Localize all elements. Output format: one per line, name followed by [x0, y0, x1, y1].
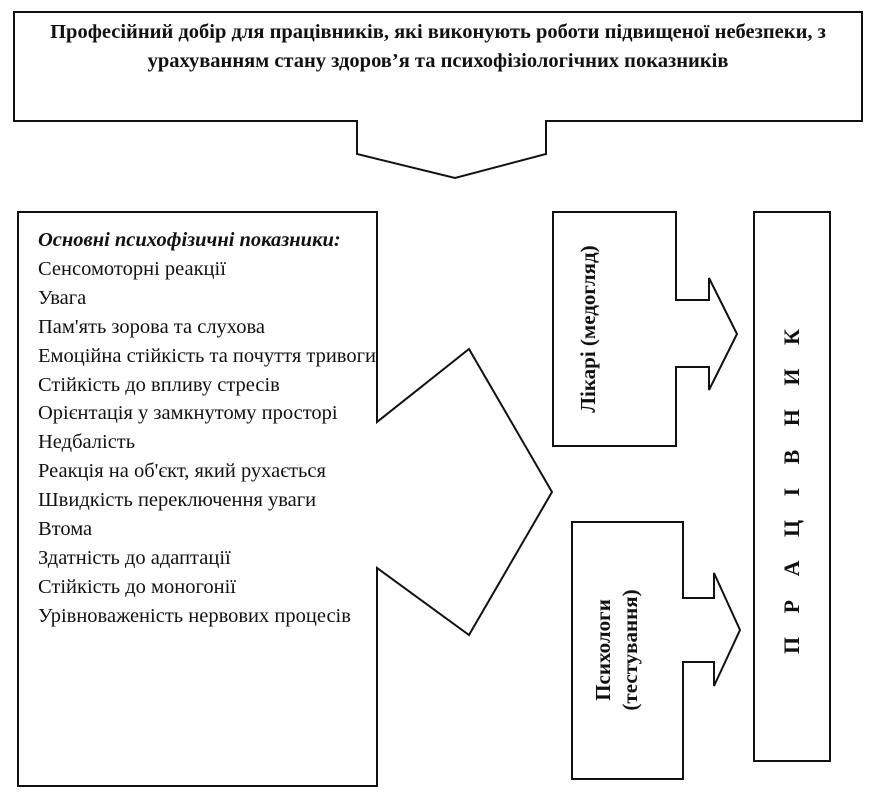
indicator-item: Здатність до адаптації [38, 546, 231, 569]
indicator-item: Орієнтація у замкнутому просторі [38, 402, 338, 425]
indicator-item: Реакція на об'єкт, який рухається [38, 460, 326, 483]
psychophysical-indicators-box [17, 211, 554, 787]
indicator-item: Втома [38, 518, 93, 541]
indicators-list: Основні психофізичні показники: Сенсомот… [38, 226, 378, 631]
selection-title-box [13, 11, 863, 180]
indicator-item: Сенсомоторні реакції [38, 257, 226, 280]
worker-box [753, 211, 831, 762]
indicator-item: Недбалість [38, 431, 136, 454]
indicator-item: Урівноваженість нервових процесів [38, 604, 351, 627]
indicator-item: Швидкість переключення уваги [38, 489, 317, 512]
indicator-item: Стійкість до моногонії [38, 575, 236, 598]
worker-label: П Р А Ц І В Н И К [779, 320, 804, 654]
indicator-item: Увага [38, 286, 87, 309]
indicators-heading: Основні психофізичні показники [38, 229, 334, 251]
psychologists-label-line1: Психологи [591, 599, 615, 701]
psychologists-box [571, 521, 742, 780]
doctors-box [552, 211, 739, 447]
indicator-item: Емоційна стійкість та почуття тривоги [38, 344, 376, 367]
indicator-item: Стійкість до впливу стресів [38, 373, 280, 396]
doctors-label: Лікарі (медогляд) [576, 245, 600, 412]
indicator-item: Пам'ять зорова та слухова [38, 315, 266, 338]
psychologists-label-line2: (тестування) [618, 589, 642, 710]
selection-title: Професійний добір для працівників, які в… [50, 21, 826, 72]
